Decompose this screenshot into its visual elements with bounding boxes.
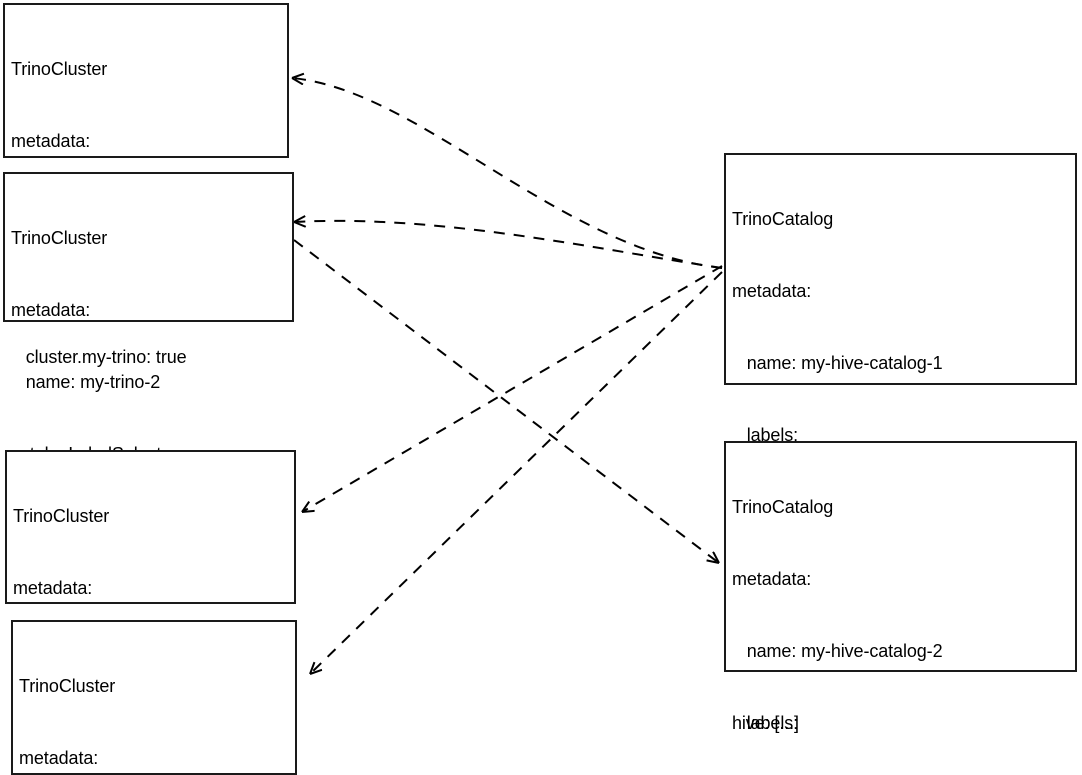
node-body-my-trino-green: TrinoCluster metadata: name: my-trino-gr… bbox=[19, 626, 293, 775]
node-name-label: name: my-trino-2 bbox=[11, 372, 161, 392]
node-metadata-label: metadata: bbox=[19, 748, 99, 768]
node-trinocluster-my-trino-2[interactable]: TrinoCluster metadata: name: my-trino-2 … bbox=[3, 172, 294, 536]
node-kind-label: TrinoCatalog bbox=[732, 497, 834, 517]
edge-catalog1-to-my-trino-blue bbox=[302, 265, 723, 512]
node-trinocatalog-my-hive-catalog-2[interactable]: TrinoCatalog metadata: name: my-hive-cat… bbox=[724, 441, 1077, 733]
node-kind-label: TrinoCluster bbox=[11, 228, 108, 248]
node-labels-label: labels: bbox=[732, 713, 799, 733]
edge-catalog1-to-my-trino-2 bbox=[294, 221, 723, 269]
node-trinocluster-my-trino-blue[interactable]: TrinoCluster metadata: name: my-trino-bl… bbox=[5, 450, 296, 742]
edge-my-trino-2-to-catalog2 bbox=[293, 239, 719, 563]
node-trinocluster-my-trino-green[interactable]: TrinoCluster metadata: name: my-trino-gr… bbox=[11, 620, 297, 775]
node-metadata-label: metadata: bbox=[11, 300, 91, 320]
node-metadata-label: metadata: bbox=[732, 569, 812, 589]
node-selector-value: cluster.my-trino: true bbox=[11, 347, 187, 367]
node-kind-label: TrinoCatalog bbox=[732, 209, 834, 229]
node-name-label: name: my-hive-catalog-2 bbox=[732, 641, 943, 661]
node-connector-label: hive: [...] bbox=[732, 713, 799, 733]
node-trinocluster-my-trino[interactable]: TrinoCluster metadata: name: my-trino ca… bbox=[3, 3, 289, 367]
node-trinocatalog-my-hive-catalog-1[interactable]: TrinoCatalog metadata: name: my-hive-cat… bbox=[724, 153, 1077, 733]
node-metadata-label: metadata: bbox=[13, 578, 93, 598]
edge-catalog1-to-my-trino bbox=[292, 78, 723, 269]
node-kind-label: TrinoCluster bbox=[11, 59, 108, 79]
node-name-label: name: my-hive-catalog-1 bbox=[732, 353, 943, 373]
node-body-my-hive-catalog-2: TrinoCatalog metadata: name: my-hive-cat… bbox=[732, 447, 1073, 775]
edge-catalog1-to-my-trino-green bbox=[310, 271, 723, 674]
node-kind-label: TrinoCluster bbox=[13, 506, 110, 526]
node-kind-label: TrinoCluster bbox=[19, 676, 116, 696]
node-metadata-label: metadata: bbox=[732, 281, 812, 301]
node-labels-label: labels: bbox=[732, 425, 799, 445]
node-metadata-label: metadata: bbox=[11, 131, 91, 151]
